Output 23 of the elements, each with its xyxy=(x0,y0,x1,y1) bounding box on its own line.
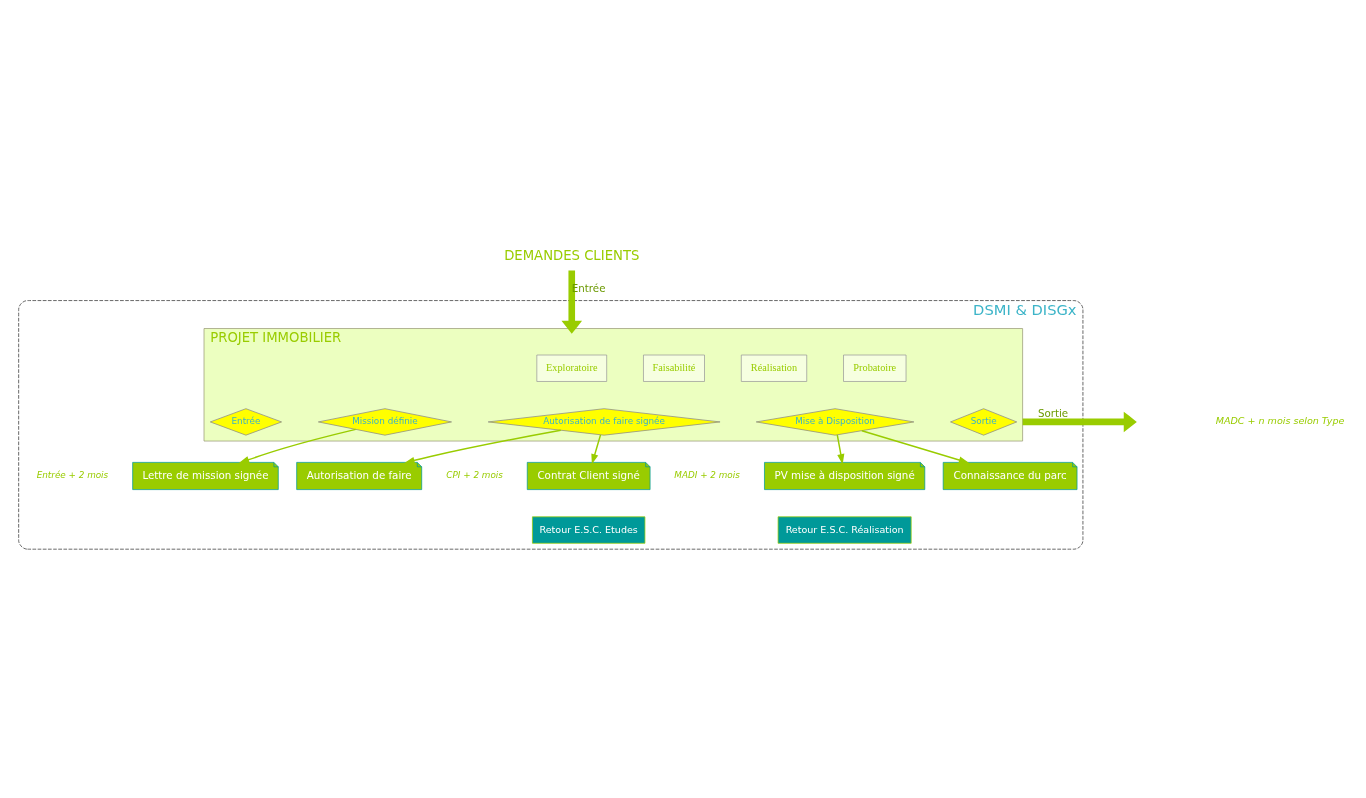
arrow xyxy=(836,433,845,464)
node-label: MADI + 2 mois xyxy=(674,469,740,480)
node-box: Réalisation xyxy=(740,354,808,382)
node-text: DEMANDES CLIENTS xyxy=(504,247,640,263)
edge-label: Sortie xyxy=(1037,406,1069,419)
node-diamond: Entrée xyxy=(209,407,282,436)
node-label: Entrée + 2 mois xyxy=(36,469,109,480)
arrow xyxy=(1022,411,1137,432)
label: MADC + n mois selon Type xyxy=(1215,414,1345,426)
arrow xyxy=(591,433,602,464)
node-label: CPI + 2 mois xyxy=(446,469,503,480)
node-box: Retour E.S.C. Réalisation xyxy=(777,515,912,544)
arrow xyxy=(561,270,583,334)
arrow xyxy=(404,429,562,464)
arrow xyxy=(861,429,970,463)
node-box: Faisabilité xyxy=(643,354,705,382)
node-box: Retour E.S.C. Etudes xyxy=(532,515,646,544)
node-diamond: Mission définie xyxy=(317,407,452,436)
node-diamond: Autorisation de faire signée xyxy=(487,407,721,436)
node-box: Exploratoire xyxy=(536,354,608,382)
node-diamond: Sortie xyxy=(950,407,1018,436)
node-box: Probatoire xyxy=(843,354,907,382)
node-diamond: Mise à Disposition xyxy=(755,407,915,436)
